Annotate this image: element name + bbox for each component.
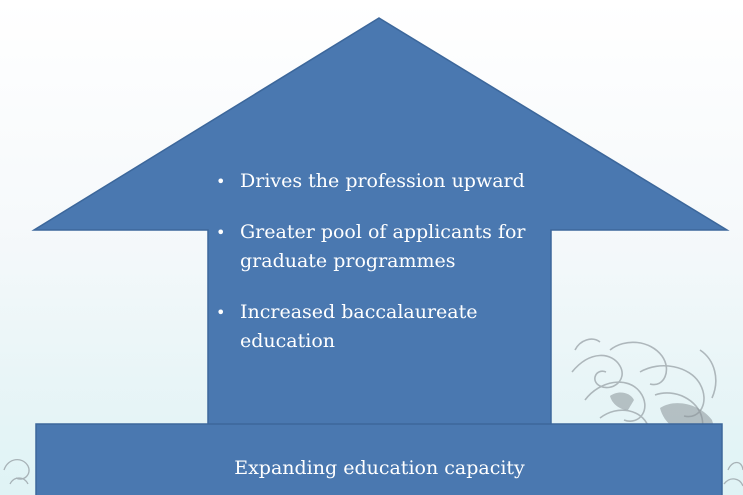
bullet-item: • Greater pool of applicants for graduat…	[216, 218, 546, 276]
bullet-text: Drives the profession upward	[240, 170, 525, 192]
bullet-dot-icon: •	[216, 223, 226, 242]
bullet-dot-icon: •	[216, 303, 226, 322]
bullet-text: Greater pool of applicants for graduate …	[240, 221, 526, 272]
bullet-dot-icon: •	[216, 172, 226, 191]
arrow-bullet-list: • Drives the profession upward • Greater…	[216, 167, 546, 378]
bullet-item: • Increased baccalaureate education	[216, 298, 546, 356]
bullet-item: • Drives the profession upward	[216, 167, 546, 196]
base-bar-label: Expanding education capacity	[234, 457, 525, 479]
bullet-text: Increased baccalaureate education	[240, 301, 478, 352]
